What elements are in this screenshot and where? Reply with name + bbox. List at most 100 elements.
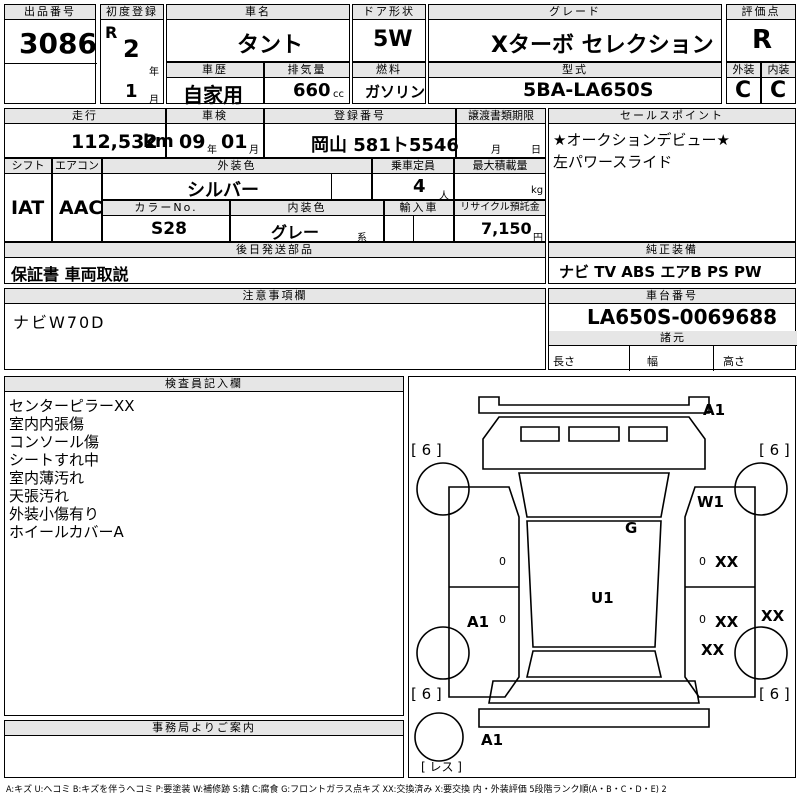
ac-label: エアコン: [53, 159, 101, 174]
mark-spare: [ レス ]: [421, 760, 462, 774]
color-no-label: カラーNo.: [103, 201, 229, 216]
lot-number-label: 出品番号: [5, 5, 95, 20]
max-load-box: 最大積載量 kg: [454, 158, 546, 200]
lot-number-box: 出品番号 3086: [4, 4, 97, 104]
recycle-fee: 7,150: [481, 219, 532, 238]
import-box: 輸入車: [384, 200, 454, 243]
ac: AAC: [59, 197, 103, 219]
inspector-label: 検査員記入欄: [5, 377, 403, 392]
plate-label: 登録番号: [265, 109, 455, 124]
max-load-unit: kg: [531, 185, 544, 196]
mark-left-zero-2: 0: [499, 613, 506, 626]
parts-label: 後日発送部品: [5, 243, 545, 258]
model-code-label: 型式: [429, 63, 721, 78]
mark-right-zero-1: 0: [699, 555, 706, 568]
capacity-label: 乗車定員: [373, 159, 453, 174]
parts-box: 後日発送部品 保証書 車両取説: [4, 242, 546, 284]
history: 自家用: [183, 83, 243, 107]
transfer-box: 譲渡書類期限 月 日: [456, 108, 546, 158]
mark-right-outer: XX: [761, 607, 785, 625]
score-box: 評価点 R: [726, 4, 796, 62]
inspector-line-4: シートすれ中: [9, 451, 100, 469]
interior-grade: C: [770, 78, 787, 103]
mark-left-side: A1: [467, 613, 489, 631]
inspection-label: 車検: [167, 109, 263, 124]
height-label: 高さ: [723, 355, 745, 368]
roof: [526, 520, 662, 648]
reg-year-unit: 年: [149, 67, 159, 78]
lot-number: 3086: [19, 27, 97, 60]
selling-point-1: ★オークションデビュー★: [553, 131, 730, 149]
fuel-label: 燃料: [353, 63, 425, 78]
grade: Xターボ セレクション: [491, 33, 714, 58]
selling-points-label: セールスポイント: [549, 109, 795, 124]
spare-tire: [414, 712, 464, 762]
shift-box: シフト IAT: [4, 158, 52, 242]
displacement-box: 排気量 660 cc: [264, 62, 350, 104]
model-code: 5BA-LA650S: [523, 79, 654, 101]
history-label: 車歴: [167, 63, 263, 78]
first-reg-box: 初度登録 R 2 年 1 月: [100, 4, 164, 106]
mark-right-door-front: XX: [715, 553, 739, 571]
inspection-year-unit: 年: [207, 145, 217, 156]
ext-color-box: 外装色 シルバー: [102, 158, 372, 201]
interior-label: 内装: [762, 63, 795, 78]
chassis-box: 車台番号 LA650S-0069688 諸元 長さ 幅 高さ: [548, 288, 797, 371]
equipment-label: 純正装備: [549, 243, 795, 258]
equipment-box: 純正装備 ナビ TV ABS エアB PS PW: [548, 242, 796, 284]
notes-value: ナビW70D: [13, 313, 106, 332]
chassis-label: 車台番号: [549, 289, 795, 304]
car-diagram: A1 [ 6 ] [ 6 ] W1 G U1 0 0 XX A1 0 0 XX …: [411, 396, 790, 774]
reg-month-unit: 月: [149, 95, 159, 106]
rear-bumper-outline: [478, 708, 710, 728]
ext-color: シルバー: [187, 180, 259, 201]
plate-number: 岡山 581ト5546: [311, 135, 459, 156]
mark-front-bumper: A1: [703, 401, 725, 419]
mark-right-zero-2: 0: [699, 613, 706, 626]
mark-roof-center: U1: [591, 589, 614, 607]
plate-box: 登録番号 岡山 581ト5546: [264, 108, 459, 158]
mark-tire-tl: [ 6 ]: [411, 441, 442, 459]
front-bumper-outline: [478, 396, 710, 414]
capacity-unit: 人: [439, 191, 449, 202]
rear-window: [525, 650, 663, 678]
capacity-box: 乗車定員 4 人: [372, 158, 454, 202]
tire-front-right: [734, 462, 788, 516]
int-color-box: 内装色 グレー 系: [230, 200, 384, 244]
left-side-body: [448, 486, 520, 698]
inspection-month-unit: 月: [249, 145, 259, 156]
int-color-unit: 系: [357, 233, 367, 244]
grade-label: グレード: [429, 5, 721, 20]
office-box: 事務局よりご案内: [4, 720, 404, 778]
ac-box: エアコン AAC: [52, 158, 102, 242]
car-name-box: 車名 タント: [166, 4, 350, 62]
first-reg-label: 初度登録: [101, 5, 163, 20]
length-label: 長さ: [553, 355, 575, 368]
exterior-label: 外装: [727, 63, 760, 78]
door-box: ドア形状 5W: [352, 4, 426, 62]
mark-rear-bumper: A1: [481, 731, 503, 749]
int-color: グレー: [271, 223, 320, 242]
mileage-box: 走行 112,532 km: [4, 108, 174, 158]
windshield: [518, 472, 670, 518]
max-load-label: 最大積載量: [455, 159, 545, 174]
import-label: 輸入車: [385, 201, 453, 216]
fuel: ガソリン: [365, 83, 426, 101]
recycle-unit: 円: [533, 233, 543, 244]
inspection-year: 09: [179, 131, 206, 153]
color-no-box: カラーNo. S28: [102, 200, 230, 242]
parts-value: 保証書 車両取説: [11, 265, 129, 284]
office-label: 事務局よりご案内: [5, 721, 403, 736]
inspector-line-1: センターピラーXX: [9, 397, 135, 415]
fuel-box: 燃料 ガソリン: [352, 62, 426, 104]
legend: A:キズ U:ヘコミ B:キズを伴うヘコミ P:要塗装 W:補修跡 S:錆 C:…: [6, 785, 667, 795]
score-label: 評価点: [727, 5, 795, 20]
shift-label: シフト: [5, 159, 51, 174]
notes-label: 注意事項欄: [5, 289, 545, 304]
inspector-box: 検査員記入欄 センターピラーXX 室内内張傷 コンソール傷 シートすれ中 室内薄…: [4, 376, 404, 716]
recycle-label: リサイクル預託金: [455, 201, 545, 216]
transfer-label: 譲渡書類期限: [457, 109, 545, 124]
inspector-line-3: コンソール傷: [9, 433, 100, 451]
capacity: 4: [413, 176, 426, 197]
mark-tire-br: [ 6 ]: [759, 685, 790, 703]
